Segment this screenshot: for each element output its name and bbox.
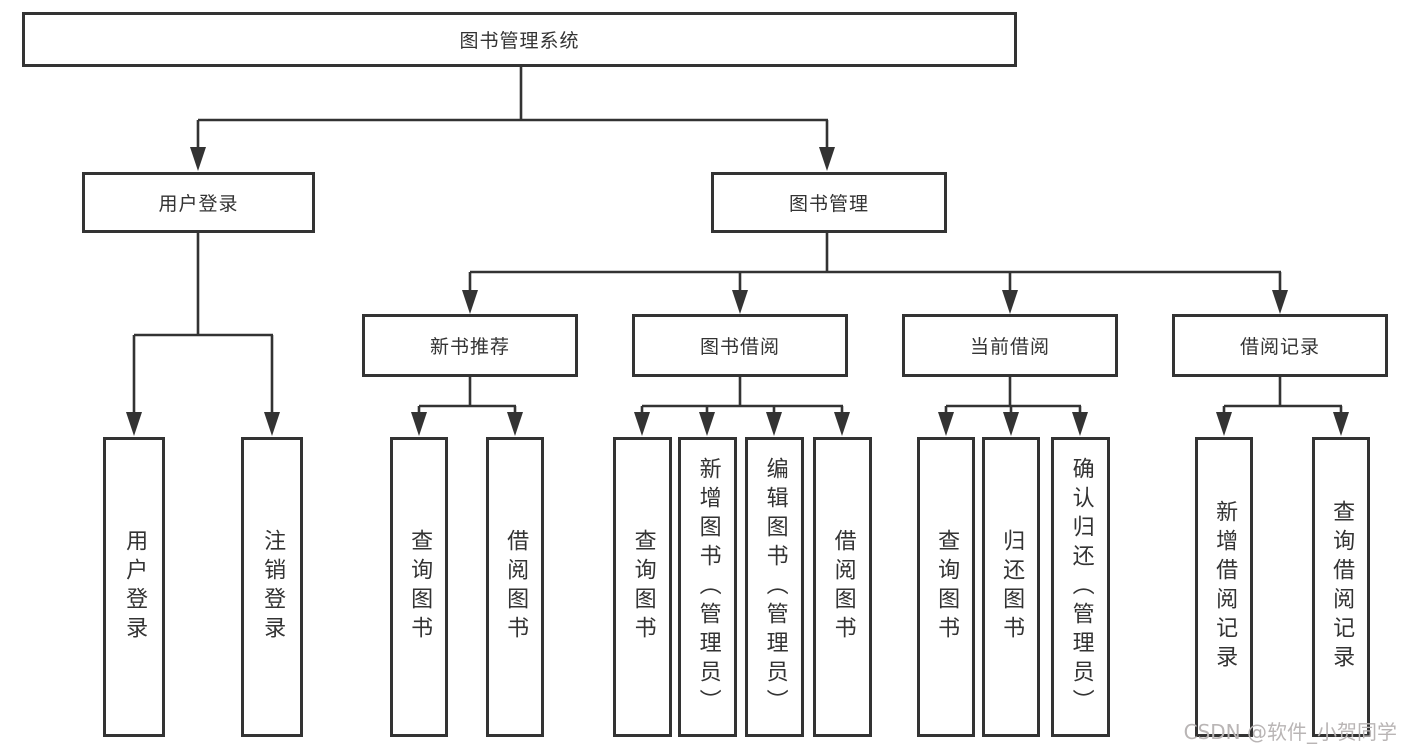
node-user-login: 用户登录 [82, 172, 315, 233]
leaf-label: 借阅图书 [503, 529, 529, 645]
leaf-label: 查询图书 [407, 529, 433, 645]
leaf-query-books: 查询图书 [390, 437, 448, 737]
leaf-confirm-return-admin: 确认归还（管理员） [1051, 437, 1110, 737]
leaf-query-borrow-record: 查询借阅记录 [1312, 437, 1370, 737]
leaf-label: 新增借阅记录 [1212, 500, 1238, 674]
leaf-label: 注销登录 [260, 529, 286, 645]
leaf-user-login: 用户登录 [103, 437, 165, 737]
leaf-label: 新增图书（管理员） [695, 456, 721, 718]
leaf-label: 查询图书 [934, 529, 960, 645]
leaf-label: 确认归还（管理员） [1068, 456, 1094, 718]
node-new-book-recommendation: 新书推荐 [362, 314, 578, 377]
leaf-label: 归还图书 [999, 529, 1025, 645]
leaf-label: 查询图书 [630, 529, 656, 645]
node-current-borrowing: 当前借阅 [902, 314, 1118, 377]
leaf-label: 借阅图书 [830, 529, 856, 645]
leaf-add-borrow-record: 新增借阅记录 [1195, 437, 1253, 737]
leaf-logout: 注销登录 [241, 437, 303, 737]
leaf-edit-books-admin: 编辑图书（管理员） [745, 437, 804, 737]
leaf-label: 查询借阅记录 [1329, 500, 1355, 674]
leaf-label: 用户登录 [122, 529, 148, 645]
leaf-return-books: 归还图书 [982, 437, 1040, 737]
leaf-label: 编辑图书（管理员） [762, 456, 788, 718]
node-root-system: 图书管理系统 [22, 12, 1017, 67]
node-book-management: 图书管理 [711, 172, 947, 233]
leaf-add-books-admin: 新增图书（管理员） [678, 437, 737, 737]
leaf-query-books: 查询图书 [613, 437, 672, 737]
csdn-watermark: CSDN @软件_小贺同学 [1183, 720, 1397, 744]
node-book-borrowing: 图书借阅 [632, 314, 848, 377]
leaf-query-books: 查询图书 [917, 437, 975, 737]
leaf-borrow-books: 借阅图书 [813, 437, 872, 737]
node-borrowing-records: 借阅记录 [1172, 314, 1388, 377]
leaf-borrow-books: 借阅图书 [486, 437, 544, 737]
